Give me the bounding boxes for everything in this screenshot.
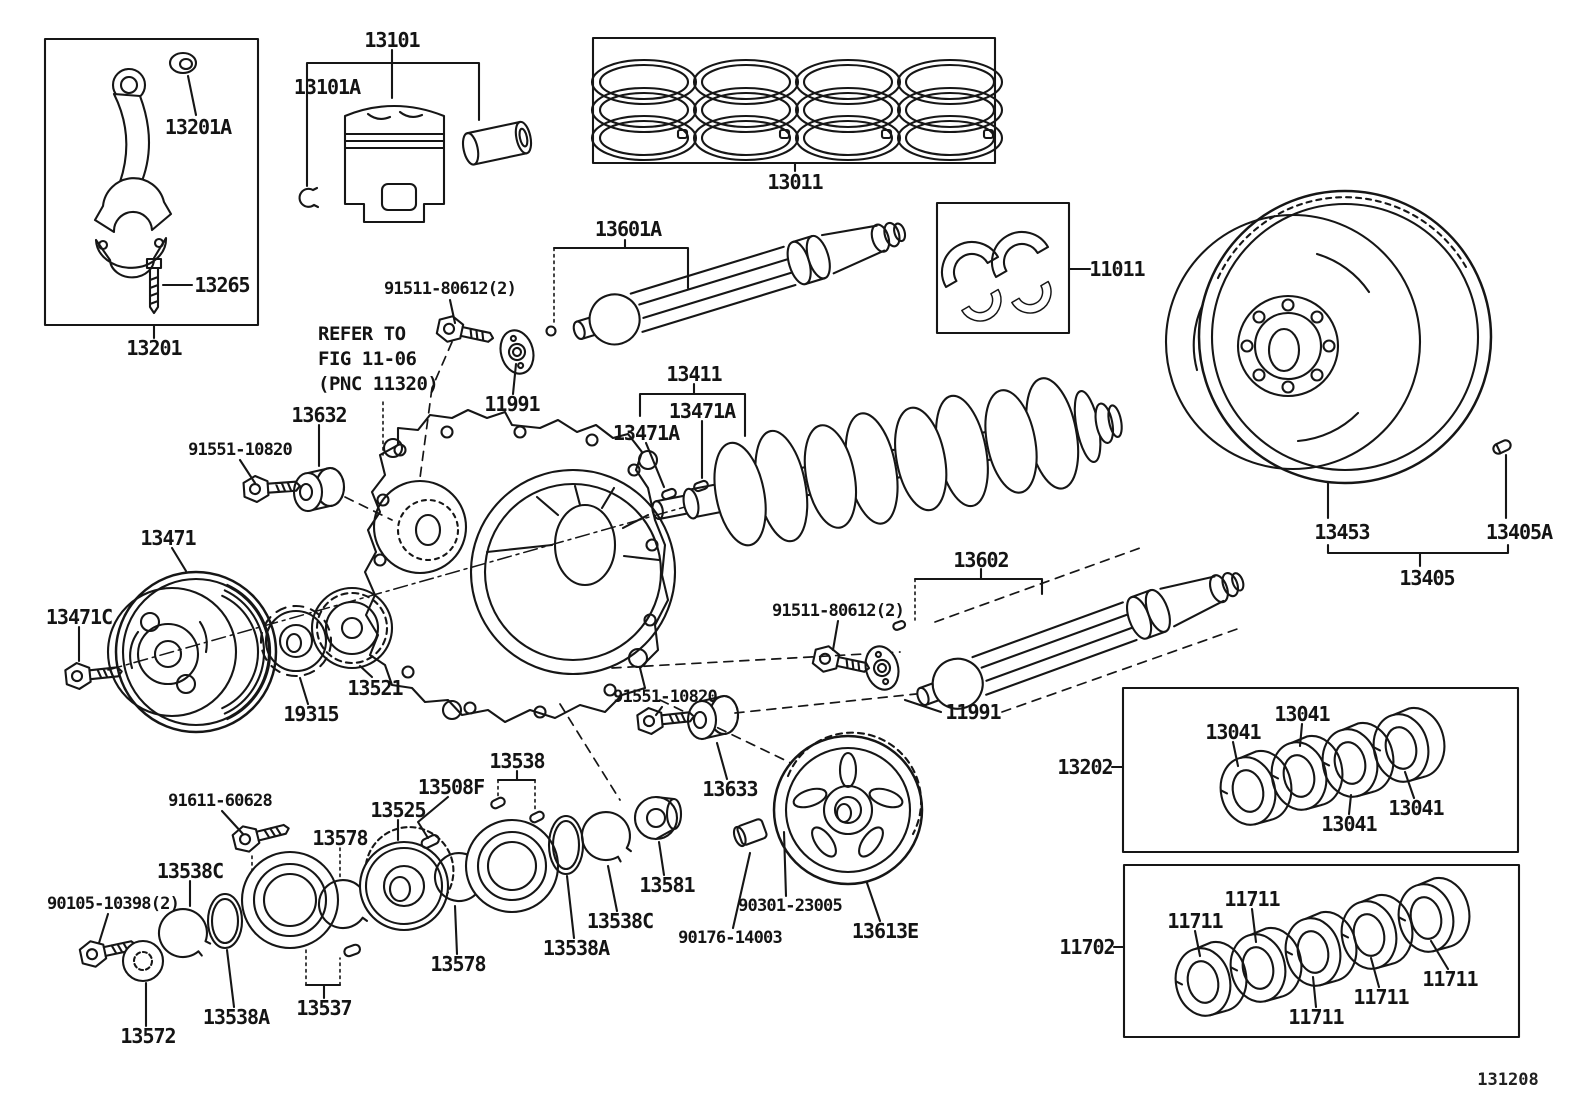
part-label-90301-23005: 90301-23005 bbox=[738, 896, 843, 916]
part-label-13405: 13405 bbox=[1399, 566, 1455, 590]
part-label-91511-80612-2-: 91511-80612(2) bbox=[771, 601, 905, 621]
shaft-gear-13633 bbox=[635, 694, 740, 741]
part-label-13613E: 13613E bbox=[851, 919, 919, 943]
part-label-90176-14003: 90176-14003 bbox=[678, 928, 783, 948]
part-label-19315: 19315 bbox=[283, 702, 339, 726]
part-label-13011: 13011 bbox=[767, 170, 823, 194]
part-label-90105-10398-2-: 90105-10398(2) bbox=[46, 894, 180, 914]
part-label-13041: 13041 bbox=[1321, 812, 1377, 836]
part-label-13538A: 13538A bbox=[202, 1005, 270, 1029]
part-label-13471C: 13471C bbox=[45, 605, 113, 629]
timing-cover bbox=[363, 408, 677, 724]
part-label-91611-60628: 91611-60628 bbox=[168, 791, 273, 811]
part-label-13521: 13521 bbox=[347, 676, 403, 700]
shaft-retainer-plates bbox=[434, 312, 900, 691]
sensor-rotor-19315 bbox=[259, 604, 333, 678]
flywheel-pin bbox=[1492, 439, 1512, 455]
part-label-13572: 13572 bbox=[120, 1024, 176, 1048]
leader-lines bbox=[77, 48, 1510, 1028]
part-label-91511-80612-2-: 91511-80612(2) bbox=[383, 279, 517, 299]
piston-assembly bbox=[298, 105, 533, 224]
part-label-13041: 13041 bbox=[1274, 702, 1330, 726]
part-label-13538: 13538 bbox=[489, 749, 545, 773]
part-label-13411: 13411 bbox=[666, 362, 722, 386]
part-label-13202: 13202 bbox=[1057, 755, 1113, 779]
part-label-13578: 13578 bbox=[312, 826, 368, 850]
part-label-13265: 13265 bbox=[194, 273, 250, 297]
crankshaft bbox=[651, 377, 1123, 547]
part-label-13405A: 13405A bbox=[1485, 520, 1553, 544]
part-label-11011: 11011 bbox=[1089, 257, 1145, 281]
part-label-13578: 13578 bbox=[430, 952, 486, 976]
part-label-13602: 13602 bbox=[953, 548, 1009, 572]
balance-shaft-2 bbox=[892, 555, 1253, 723]
part-label-13632: 13632 bbox=[291, 403, 347, 427]
part-label-11702: 11702 bbox=[1059, 935, 1115, 959]
part-label-13633: 13633 bbox=[702, 777, 758, 801]
driven-gear-13613E bbox=[772, 731, 924, 886]
part-label-13538C: 13538C bbox=[156, 859, 224, 883]
crankshaft-keys bbox=[661, 479, 709, 501]
connecting-rod-assembly bbox=[93, 51, 198, 315]
part-label-11991: 11991 bbox=[945, 700, 1001, 724]
part-label-131208: 131208 bbox=[1477, 1070, 1539, 1090]
part-label-11991: 11991 bbox=[484, 392, 540, 416]
part-label-13471A: 13471A bbox=[612, 421, 680, 445]
shaft-gear-13632 bbox=[242, 466, 346, 513]
part-label-13041: 13041 bbox=[1205, 720, 1261, 744]
part-label-13538C: 13538C bbox=[586, 909, 654, 933]
part-label-11711: 11711 bbox=[1353, 985, 1409, 1009]
dotted-leaders bbox=[305, 247, 916, 986]
crank-timing-gear-13521 bbox=[310, 586, 394, 670]
part-label-13041: 13041 bbox=[1388, 796, 1444, 820]
part-label-13601A: 13601A bbox=[594, 217, 662, 241]
part-label-REFER-TO-FIG-11-06-PNC-11320-: REFER TO FIG 11-06 (PNC 11320) bbox=[318, 323, 439, 396]
part-label-13201: 13201 bbox=[126, 336, 182, 360]
part-label-13508F: 13508F bbox=[417, 775, 485, 799]
part-label-13471: 13471 bbox=[140, 526, 196, 550]
part-label-13525: 13525 bbox=[370, 798, 426, 822]
part-label-11711: 11711 bbox=[1167, 909, 1223, 933]
part-label-13101A: 13101A bbox=[293, 75, 361, 99]
part-label-91551-10820: 91551-10820 bbox=[188, 440, 293, 460]
part-label-13453: 13453 bbox=[1314, 520, 1370, 544]
balance-shaft-1 bbox=[545, 205, 913, 357]
part-label-11711: 11711 bbox=[1422, 967, 1478, 991]
part-label-11711: 11711 bbox=[1288, 1005, 1344, 1029]
part-label-13538A: 13538A bbox=[542, 936, 610, 960]
flywheel bbox=[1164, 189, 1493, 485]
part-label-13537: 13537 bbox=[296, 996, 352, 1020]
part-label-91551-10820: 91551-10820 bbox=[613, 687, 718, 707]
part-label-13101: 13101 bbox=[364, 28, 420, 52]
part-label-11711: 11711 bbox=[1224, 887, 1280, 911]
part-label-13581: 13581 bbox=[639, 873, 695, 897]
part-label-13201A: 13201A bbox=[164, 115, 232, 139]
part-label-13471A: 13471A bbox=[668, 399, 736, 423]
construction-lines bbox=[107, 341, 1241, 917]
